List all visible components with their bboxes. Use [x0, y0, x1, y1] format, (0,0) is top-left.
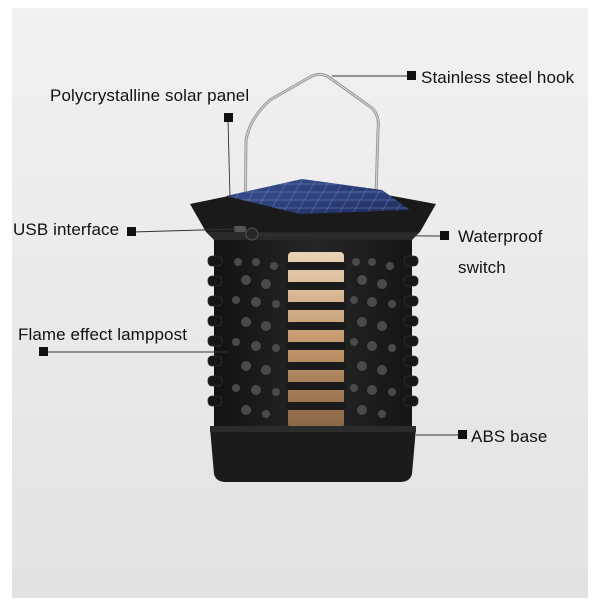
flame-slats [286, 262, 346, 410]
flame-core [288, 252, 344, 428]
label-usb-interface: USB interface [13, 220, 120, 239]
label-waterproof-switch-line1: Waterproof [458, 227, 543, 246]
side-fins [207, 255, 419, 407]
vent-holes-right [350, 258, 396, 418]
usb-port [234, 226, 246, 232]
label-abs-base: ABS base [471, 427, 548, 446]
label-flame-effect-lamppost: Flame effect lamppost [18, 325, 188, 344]
label-markers [39, 71, 467, 439]
label-solar-panel: Polycrystalline solar panel [50, 86, 250, 105]
label-stainless-steel-hook: Stainless steel hook [421, 68, 575, 87]
leader-lines [44, 75, 458, 436]
vent-holes-left [232, 258, 280, 418]
waterproof-switch [245, 227, 259, 241]
abs-base [210, 428, 416, 482]
label-waterproof-switch-line2: switch [458, 258, 506, 277]
